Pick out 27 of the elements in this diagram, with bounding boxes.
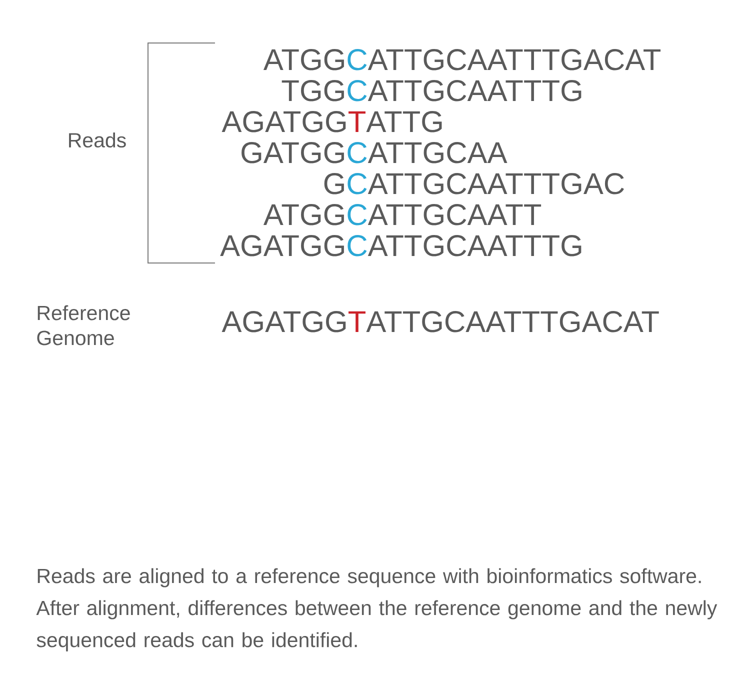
base-letter: C — [348, 235, 367, 256]
sequence-text: ATTGCAATTTGACAT — [368, 49, 661, 70]
sequence-text: ATTGCAA — [368, 142, 508, 164]
base-letter: C — [348, 173, 367, 194]
base-letter: T — [348, 111, 366, 132]
sequence-text: GATGG — [242, 142, 344, 164]
sequence-text: ATGG — [263, 49, 344, 70]
base-letter: T — [348, 311, 366, 332]
base-letter: C — [348, 49, 367, 70]
row-label: Reads — [69, 132, 126, 148]
sequence-text: ATTGCAATT — [368, 204, 542, 226]
sequence-text: TGG — [282, 80, 344, 102]
sequence-text: ATTGCAATTTGAC — [368, 173, 624, 194]
sequence-text: G — [324, 173, 344, 194]
sequence-text: AGATGG — [222, 111, 346, 132]
sequence-text: ATTG — [366, 111, 442, 132]
sequence-text: ATGG — [263, 204, 344, 226]
base-letter: C — [348, 80, 367, 102]
base-letter: C — [348, 142, 367, 164]
sequence-text: ATTGCAATTTGACAT — [366, 311, 659, 332]
base-letter: C — [348, 204, 367, 226]
sequence-text: AGATGG — [222, 311, 346, 332]
row-label: Reference Genome — [37, 305, 130, 346]
sequence-text: ATTGCAATTTG — [368, 80, 582, 102]
caption: Reads are aligned to a reference sequence with bioinformatics software. After alignment, differences between the reference genome and the newly sequenced reads can be identified. — [36, 568, 718, 652]
sequence-text: AGATGG — [220, 235, 344, 256]
sequence-text: ATTGCAATTTG — [368, 235, 582, 256]
